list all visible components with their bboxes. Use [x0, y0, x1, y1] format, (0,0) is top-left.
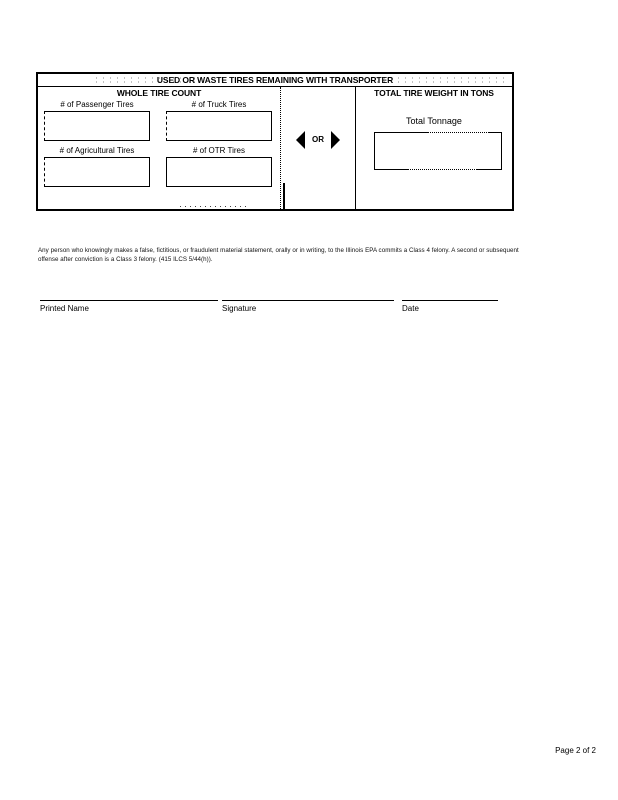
- or-separator: OR: [281, 131, 355, 149]
- printed-name-label: Printed Name: [40, 304, 89, 313]
- scan-speckle-bottom: [178, 205, 248, 208]
- input-agricultural-tires[interactable]: [44, 157, 150, 187]
- signature-label: Signature: [222, 304, 257, 313]
- legal-disclaimer-text: Any person who knowingly makes a false, …: [38, 247, 519, 263]
- field-label-agricultural-tires: # of Agricultural Tires: [59, 146, 135, 155]
- date-input-line[interactable]: [402, 300, 498, 301]
- date-field: Date: [402, 300, 498, 313]
- field-label-total-tonnage: Total Tonnage: [406, 116, 462, 126]
- used-waste-tires-table: USED OR WASTE TIRES REMAINING WITH TRANS…: [36, 72, 514, 211]
- scan-speckle-right: [374, 76, 504, 84]
- date-label: Date: [402, 304, 419, 313]
- input-otr-tires[interactable]: [166, 157, 272, 187]
- whole-tire-count-column: WHOLE TIRE COUNT # of Passenger Tires # …: [38, 87, 280, 209]
- total-tire-weight-column: TOTAL TIRE WEIGHT IN TONS Total Tonnage: [355, 87, 512, 209]
- total-tire-weight-heading: TOTAL TIRE WEIGHT IN TONS: [374, 88, 494, 98]
- or-separator-column: OR: [280, 87, 355, 209]
- triangle-right-icon: [331, 131, 340, 149]
- signature-field: Signature: [222, 300, 394, 313]
- field-label-truck-tires: # of Truck Tires: [191, 100, 247, 109]
- field-label-passenger-tires: # of Passenger Tires: [60, 100, 134, 109]
- field-agricultural-tires: # of Agricultural Tires: [44, 147, 150, 187]
- field-truck-tires: # of Truck Tires: [166, 101, 272, 141]
- field-passenger-tires: # of Passenger Tires: [44, 101, 150, 141]
- scan-speckle-left: [93, 76, 198, 84]
- page-number-footer: Page 2 of 2: [555, 746, 596, 755]
- signature-block: Printed Name Signature Date: [0, 300, 618, 332]
- triangle-left-icon: [296, 131, 305, 149]
- printed-name-field: Printed Name: [40, 300, 218, 313]
- scan-tick-mark: [283, 183, 285, 209]
- whole-tire-count-heading: WHOLE TIRE COUNT: [116, 88, 202, 98]
- input-total-tonnage[interactable]: [374, 131, 502, 171]
- or-label: OR: [312, 135, 324, 144]
- table-body: WHOLE TIRE COUNT # of Passenger Tires # …: [38, 87, 512, 209]
- input-passenger-tires[interactable]: [44, 111, 150, 141]
- input-truck-tires[interactable]: [166, 111, 272, 141]
- printed-name-input-line[interactable]: [40, 300, 218, 301]
- signature-input-line[interactable]: [222, 300, 394, 301]
- field-label-otr-tires: # of OTR Tires: [192, 146, 245, 155]
- table-title: USED OR WASTE TIRES REMAINING WITH TRANS…: [156, 74, 394, 85]
- field-otr-tires: # of OTR Tires: [166, 147, 272, 187]
- table-title-bar: USED OR WASTE TIRES REMAINING WITH TRANS…: [38, 74, 512, 87]
